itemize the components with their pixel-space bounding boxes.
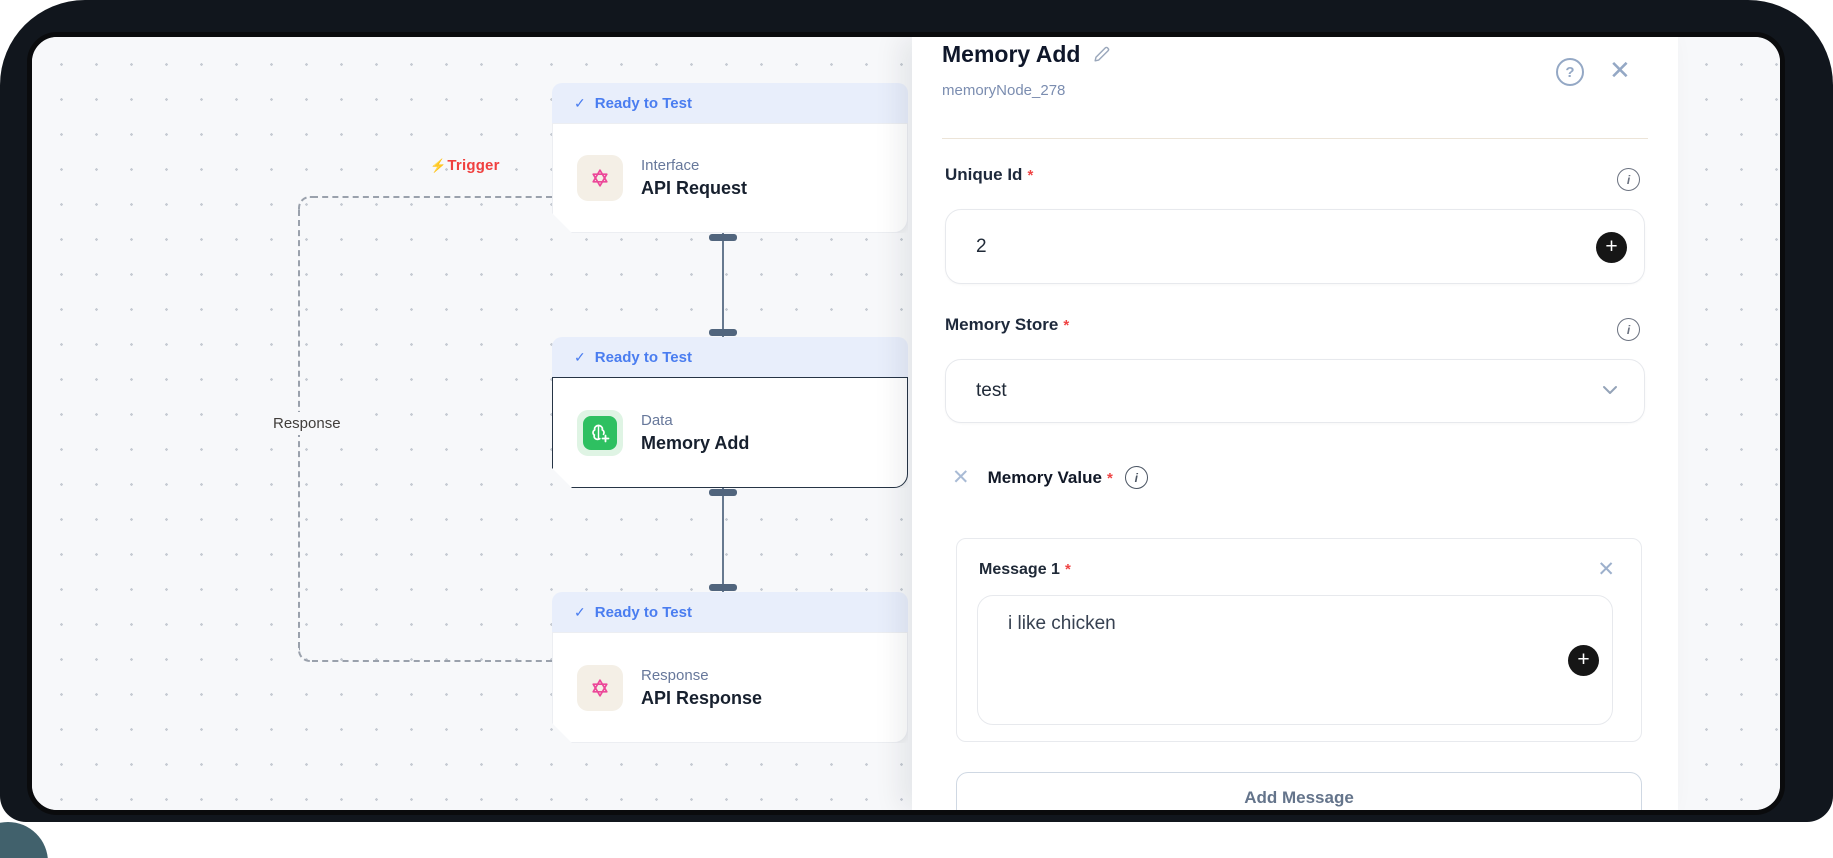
brain-add-icon (577, 410, 623, 456)
brain-add-icon-inner (583, 416, 617, 450)
connector-line (722, 233, 724, 337)
node-card[interactable]: Response API Response (552, 632, 908, 743)
response-edge-label: Response (264, 412, 350, 435)
memory-store-select[interactable]: test (945, 359, 1645, 423)
status-text: Ready to Test (594, 348, 692, 366)
message-1-value: i like chicken (1008, 613, 1116, 634)
add-message-button[interactable]: Add Message (956, 772, 1642, 810)
remove-message-icon[interactable]: ✕ (1597, 558, 1615, 581)
app-frame: ⚡Trigger Response ✓ Ready to Test (27, 32, 1785, 815)
status-text: Ready to Test (594, 603, 692, 621)
dashed-elbow-top (298, 196, 312, 210)
lightning-bolt-icon: ⚡ (430, 158, 447, 173)
hexagram-icon (577, 665, 623, 711)
node-api-request[interactable]: ✓ Ready to Test Interface API Request (552, 83, 908, 233)
connector-handle[interactable] (709, 584, 737, 591)
header-divider (942, 138, 1648, 139)
status-text: Ready to Test (594, 94, 692, 112)
memory-value-row: ✕ Memory Value* i (952, 465, 1148, 490)
chevron-down-icon (1602, 382, 1618, 400)
connector-handle[interactable] (709, 329, 737, 336)
teal-corner-decoration (0, 822, 48, 858)
collapse-x-icon[interactable]: ✕ (952, 466, 970, 489)
node-memory-add[interactable]: ✓ Ready to Test (552, 337, 908, 488)
check-icon: ✓ (574, 603, 586, 620)
edit-pencil-icon[interactable] (1092, 45, 1111, 64)
node-category: Response (641, 666, 709, 684)
info-icon[interactable]: i (1124, 466, 1148, 489)
unique-id-label: Unique Id* (945, 165, 1034, 184)
node-text: Interface API Request (641, 157, 747, 199)
node-title: Memory Add (641, 432, 750, 453)
message-1-input[interactable]: i like chicken + (977, 595, 1613, 725)
add-variable-button[interactable]: + (1568, 645, 1599, 676)
node-category: Data (641, 411, 673, 429)
memory-value-label: Memory Value* (987, 467, 1113, 487)
unique-id-value: 2 (976, 235, 987, 257)
node-details-panel: Memory Add memoryNode_278 ? ✕ Unique Id*… (912, 37, 1678, 810)
node-title: API Request (641, 178, 748, 198)
message-1-label: Message 1* (979, 561, 1071, 578)
dashed-trigger-line (312, 196, 552, 198)
required-asterisk: * (1063, 317, 1070, 334)
node-text: Data Memory Add (641, 412, 749, 454)
node-api-response[interactable]: ✓ Ready to Test Response API Response (552, 592, 908, 743)
node-card[interactable]: Interface API Request (552, 123, 908, 233)
hexagram-icon (577, 155, 623, 201)
unique-id-input[interactable]: 2 + (945, 209, 1645, 284)
message-1-card: Message 1* ✕ i like chicken + (956, 538, 1642, 742)
info-icon[interactable]: i (1617, 168, 1640, 191)
info-icon[interactable]: i (1617, 318, 1640, 341)
dashed-elbow-bottom (298, 648, 312, 662)
node-card-selected[interactable]: Data Memory Add (552, 377, 908, 488)
memory-store-label: Memory Store* (945, 315, 1070, 334)
node-category: Interface (641, 157, 700, 174)
connector-handle[interactable] (709, 234, 737, 241)
help-icon[interactable]: ? (1556, 58, 1584, 86)
node-id-text: memoryNode_278 (942, 82, 1066, 99)
status-badge: ✓ Ready to Test (552, 337, 908, 377)
status-badge: ✓ Ready to Test (552, 592, 908, 632)
connector-line (722, 488, 724, 592)
required-asterisk: * (1027, 167, 1034, 184)
check-icon: ✓ (574, 94, 586, 111)
status-badge: ✓ Ready to Test (552, 83, 908, 123)
check-icon: ✓ (574, 348, 586, 365)
trigger-edge-label: ⚡Trigger (430, 157, 500, 174)
panel-title: Memory Add (942, 41, 1111, 68)
required-asterisk: * (1064, 561, 1071, 578)
memory-store-value: test (976, 380, 1007, 401)
node-title: API Response (641, 687, 763, 708)
required-asterisk: * (1106, 469, 1113, 487)
close-icon[interactable]: ✕ (1609, 55, 1631, 85)
add-variable-button[interactable]: + (1596, 232, 1627, 263)
dashed-response-line-horizontal (312, 660, 552, 662)
node-text: Response API Response (641, 667, 762, 709)
connector-handle[interactable] (709, 489, 737, 496)
